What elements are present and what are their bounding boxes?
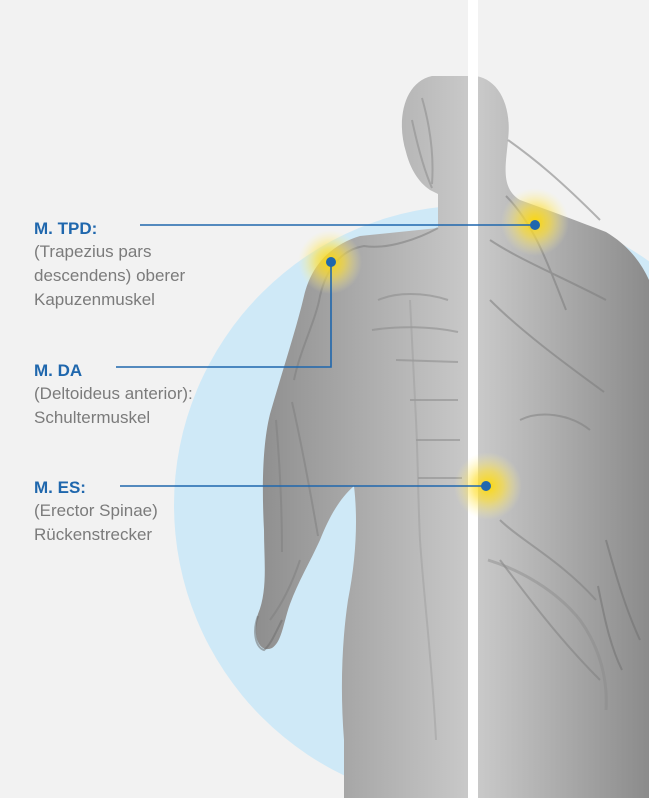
annotation-line: descendens) oberer — [34, 264, 274, 288]
annotation-es: M. ES: (Erector Spinae) Rückenstrecker — [34, 477, 274, 547]
annotation-line: Schultermuskel — [34, 406, 274, 430]
annotation-line: Rückenstrecker — [34, 523, 274, 547]
annotation-title: M. TPD: — [34, 218, 274, 240]
annotation-line: Kapuzenmuskel — [34, 288, 274, 312]
annotation-line: (Trapezius pars — [34, 240, 274, 264]
annotation-da: M. DA (Deltoideus anterior): Schultermus… — [34, 360, 274, 430]
annotation-title: M. ES: — [34, 477, 274, 499]
annotation-line: (Deltoideus anterior): — [34, 382, 274, 406]
annotation-tpd: M. TPD: (Trapezius pars descendens) ober… — [34, 218, 274, 312]
annotation-title: M. DA — [34, 360, 274, 382]
annotation-line: (Erector Spinae) — [34, 499, 274, 523]
